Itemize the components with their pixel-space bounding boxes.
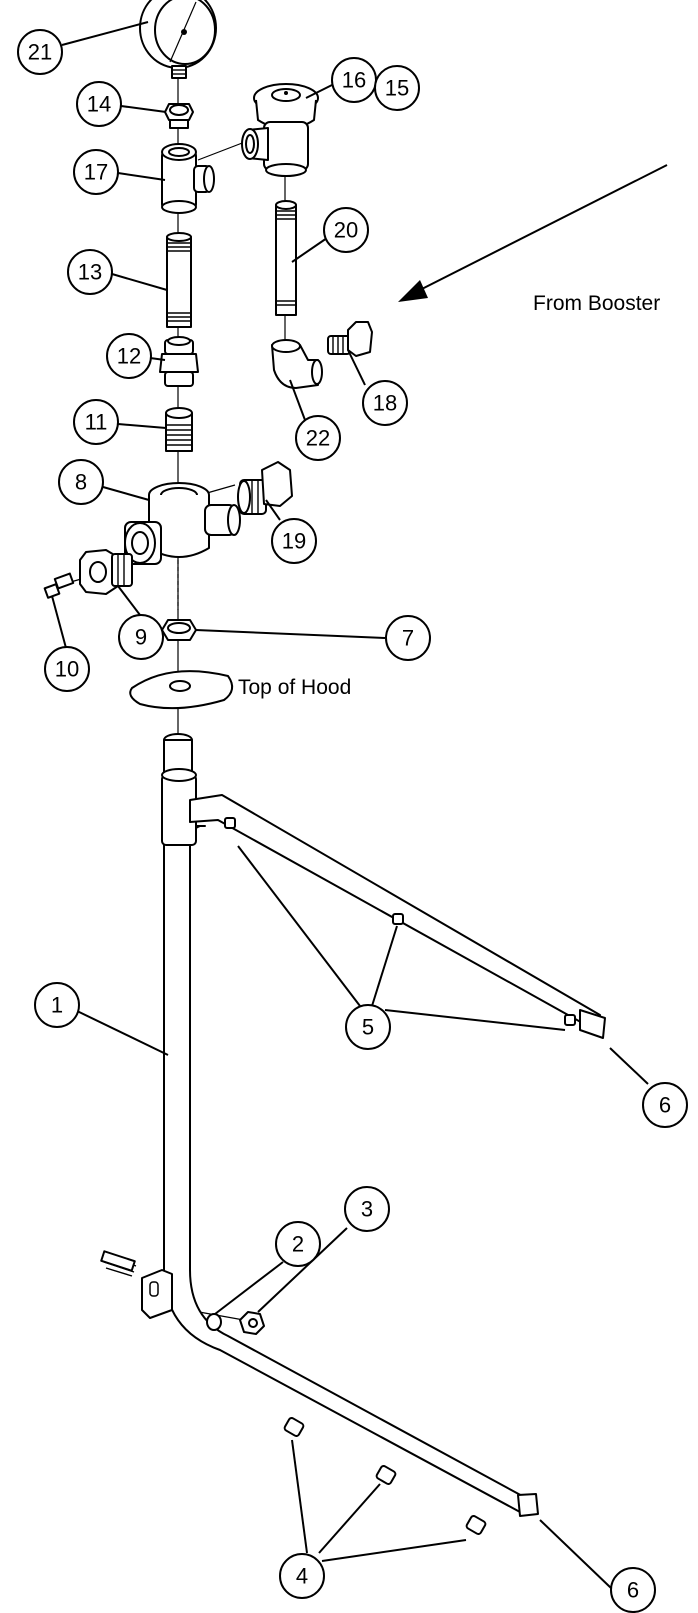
svg-text:7: 7 — [402, 626, 414, 651]
callout-12: 12 — [106, 333, 152, 379]
callout-20: 20 — [323, 207, 369, 253]
svg-text:10: 10 — [55, 657, 79, 682]
callout-3: 3 — [344, 1186, 390, 1232]
callout-21: 21 — [17, 29, 63, 75]
svg-text:1: 1 — [51, 993, 63, 1018]
callout-9: 9 — [118, 614, 164, 660]
svg-text:21: 21 — [28, 40, 52, 65]
booster-arrow — [398, 164, 668, 302]
bracket-assembly — [100, 1250, 265, 1335]
part-8-cross — [124, 482, 241, 565]
svg-text:22: 22 — [306, 426, 330, 451]
part-18-fitting — [327, 321, 373, 357]
callout-15: 15 — [374, 65, 420, 111]
callout-19: 19 — [271, 518, 317, 564]
svg-text:3: 3 — [361, 1197, 373, 1222]
svg-text:20: 20 — [334, 218, 358, 243]
part-17-tee — [161, 143, 215, 214]
callout-1: 1 — [34, 982, 80, 1028]
callout-6-upper: 6 — [642, 1082, 688, 1128]
svg-text:19: 19 — [282, 529, 306, 554]
part-12-union — [159, 336, 199, 387]
svg-text:12: 12 — [117, 344, 141, 369]
svg-text:9: 9 — [135, 625, 147, 650]
callout-22: 22 — [295, 415, 341, 461]
svg-text:2: 2 — [292, 1232, 304, 1257]
from-booster-label: From Booster — [533, 292, 660, 315]
part-1-riser-pipe — [161, 733, 527, 1513]
callout-17: 17 — [73, 149, 119, 195]
callout-5: 5 — [345, 1004, 391, 1050]
svg-text:17: 17 — [84, 160, 108, 185]
part-19-plug — [237, 461, 293, 515]
callout-10: 10 — [44, 646, 90, 692]
part-14-bushing — [164, 103, 194, 129]
hood-top-plate — [129, 670, 234, 710]
svg-text:14: 14 — [87, 92, 111, 117]
callout-18: 18 — [362, 380, 408, 426]
callout-16: 16 — [331, 57, 377, 103]
callout-4: 4 — [279, 1553, 325, 1599]
part-20-pipe-nipple — [275, 200, 297, 316]
svg-text:15: 15 — [385, 76, 409, 101]
svg-text:4: 4 — [296, 1564, 308, 1589]
svg-text:8: 8 — [75, 470, 87, 495]
callout-11: 11 — [73, 399, 119, 445]
part-11-close-nipple — [165, 407, 193, 452]
callout-2: 2 — [275, 1221, 321, 1267]
callout-14: 14 — [76, 81, 122, 127]
svg-text:11: 11 — [85, 410, 108, 435]
leader-lines — [51, 21, 649, 1589]
part-10-set-screw — [43, 572, 75, 599]
upper-spray-arm — [189, 794, 606, 1039]
part-7-lock-nut — [161, 619, 197, 641]
svg-text:6: 6 — [659, 1093, 671, 1118]
top-of-hood-label: Top of Hood — [238, 676, 351, 699]
svg-text:13: 13 — [78, 260, 102, 285]
svg-text:5: 5 — [362, 1015, 374, 1040]
callout-13: 13 — [67, 249, 113, 295]
part-13-pipe-nipple — [166, 232, 192, 328]
part-21-pressure-gauge — [139, 0, 217, 79]
part-9-bushing — [79, 549, 133, 595]
lower-arm-nozzles — [283, 1417, 539, 1535]
part-16-15-valve — [241, 83, 319, 177]
callout-8: 8 — [58, 459, 104, 505]
svg-text:6: 6 — [627, 1578, 639, 1603]
svg-text:16: 16 — [342, 68, 366, 93]
part-22-elbow — [271, 339, 323, 389]
callout-6-lower: 6 — [610, 1567, 656, 1613]
callout-7: 7 — [385, 615, 431, 661]
svg-text:18: 18 — [373, 391, 397, 416]
